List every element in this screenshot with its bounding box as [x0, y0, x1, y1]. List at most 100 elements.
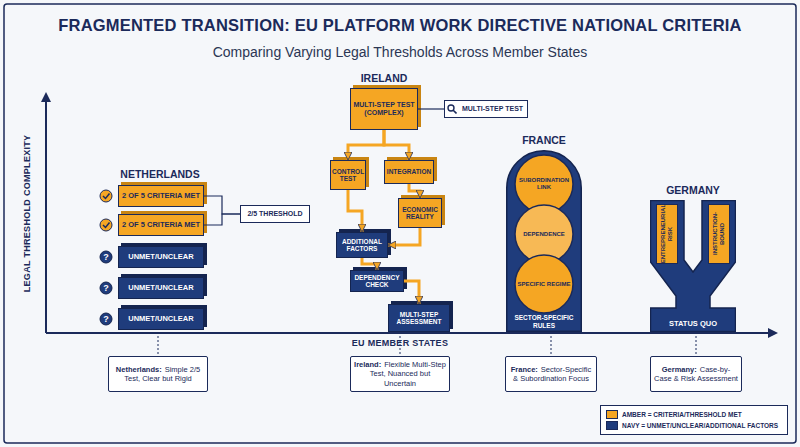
- node-label: MULTI-STEP TEST (COMPLEX): [351, 101, 417, 117]
- y-outline: [651, 201, 736, 332]
- node-label: SUBORDINATION LINK: [514, 177, 574, 191]
- criteria-block: UNMET/UNCLEAR: [118, 277, 204, 299]
- leader-line: [551, 336, 552, 356]
- node-label: UNMET/UNCLEAR: [126, 315, 195, 324]
- criteria-block: 2 OF 5 CRITERIA MET: [118, 214, 204, 236]
- axis-label: EU MEMBER STATES: [320, 338, 480, 349]
- criteria-bar: INSTRUCTION-BOUND: [708, 204, 730, 264]
- process-box: MULTI-STEP TEST (COMPLEX): [350, 88, 418, 130]
- node-label: MULTI-STEP ASSESSMENT: [389, 311, 449, 326]
- process-box: MULTI-STEP ASSESSMENT: [388, 304, 450, 332]
- country-heading: IRELAND: [344, 72, 424, 85]
- caption-text: Ireland:Flexible Multi-Step Test, Nuance…: [354, 360, 446, 388]
- y-axis: [45, 100, 47, 333]
- node-label: ECONOMIC REALITY: [399, 206, 441, 221]
- node-label: INSTRUCTION-BOUND: [712, 205, 726, 263]
- legend-swatch: [606, 421, 618, 430]
- callout-line: [418, 108, 444, 109]
- capsule-column: SECTOR-SPECIFIC RULES SUBORDINATION LINK D…: [506, 150, 582, 332]
- callout-box: 2/5 THRESHOLD: [240, 205, 310, 223]
- x-axis: [46, 332, 770, 334]
- criteria-circle: SPECIFIC REGIME: [514, 254, 574, 314]
- node-label: 2 OF 5 CRITERIA MET: [120, 221, 202, 230]
- legend-row: NAVY = UNMET/UNCLEAR/ADDITIONAL FACTORS: [606, 420, 782, 431]
- question-mark: ?: [100, 282, 112, 294]
- axis-label: LEGAL THRESHOLD COMPLEXITY: [22, 113, 33, 313]
- check-icon: [100, 190, 112, 202]
- process-box: CONTROL TEST: [330, 160, 366, 190]
- summary-box: Germany:Case-by-Case & Risk Assessment: [650, 356, 742, 392]
- process-box: ECONOMIC REALITY: [398, 198, 442, 228]
- caption-text: France:Sector-Specific & Subordination F…: [509, 365, 593, 384]
- question-icon: [100, 282, 112, 294]
- caption-text: Germany:Case-by-Case & Risk Assessment: [654, 365, 738, 384]
- criteria-block: UNMET/UNCLEAR: [118, 246, 204, 268]
- country-heading: NETHERLANDS: [110, 168, 210, 181]
- caption-country: Netherlands:: [116, 365, 162, 374]
- legend-row: AMBER = CRITERIA/THRESHOLD MET: [606, 409, 782, 420]
- flow-arrow: [362, 258, 377, 270]
- node-label: CONTROL TEST: [330, 168, 366, 183]
- page-frame: [4, 4, 796, 443]
- node-label: DEPENDENCE: [521, 231, 567, 238]
- criteria-block: UNMET/UNCLEAR: [118, 308, 204, 330]
- process-box: INTEGRATION: [384, 160, 434, 184]
- flow-arrow: [404, 281, 419, 304]
- question-icon: [100, 313, 112, 325]
- node-label: DEPENDENCY CHECK: [351, 274, 403, 289]
- criteria-bar: ENTREPRENEURIAL RISK: [656, 204, 678, 264]
- question-mark: ?: [100, 251, 112, 263]
- node-label: ADDITIONAL FACTORS: [337, 238, 387, 253]
- check-mark: [103, 223, 110, 228]
- legend-box: AMBER = CRITERIA/THRESHOLD MET NAVY = UNM…: [600, 405, 788, 435]
- caption-country: Ireland:: [354, 360, 381, 369]
- axis-arrowhead: [768, 328, 778, 338]
- bracket-line: [204, 196, 240, 214]
- country-heading: FRANCE: [499, 134, 589, 147]
- node-label: MULTI-STEP TEST: [460, 105, 525, 113]
- criteria-block: 2 OF 5 CRITERIA MET: [118, 185, 204, 207]
- circle-outline: [515, 255, 573, 313]
- summary-box: Netherlands:Simple 2/5 Test, Clear but R…: [108, 356, 208, 392]
- flow-arrow: [348, 190, 362, 232]
- summary-box: Ireland:Flexible Multi-Step Test, Nuance…: [350, 356, 450, 392]
- country-heading: GERMANY: [648, 184, 738, 197]
- subtitle: Comparing Varying Legal Thresholds Acros…: [0, 44, 800, 61]
- legend-swatch: [606, 410, 618, 419]
- node-label: SPECIFIC REGIME: [515, 281, 572, 288]
- flow-arrow: [348, 130, 384, 160]
- magnifier-handle: [453, 110, 456, 113]
- node-label: ENTREPRENEURIAL RISK: [660, 202, 674, 265]
- magnifier-icon: [447, 104, 457, 114]
- caption-country: France:: [511, 365, 538, 374]
- node-label: STATUS QUO: [650, 320, 736, 329]
- bracket-line: [204, 214, 240, 225]
- legend-text: NAVY = UNMET/UNCLEAR/ADDITIONAL FACTORS: [622, 422, 778, 429]
- summary-box: France:Sector-Specific & Subordination F…: [505, 356, 597, 392]
- check-icon: [100, 219, 112, 231]
- capsule-outline: [507, 151, 582, 332]
- process-box: DEPENDENCY CHECK: [350, 270, 404, 292]
- magnifier-lens: [448, 105, 454, 111]
- legend-text: AMBER = CRITERIA/THRESHOLD MET: [622, 411, 742, 418]
- flow-arrow: [388, 228, 420, 245]
- process-box: ADDITIONAL FACTORS: [336, 232, 388, 258]
- node-label: UNMET/UNCLEAR: [126, 284, 195, 293]
- callout-box: MULTI-STEP TEST: [444, 100, 528, 118]
- question-mark: ?: [100, 313, 112, 325]
- node-label: 2 OF 5 CRITERIA MET: [120, 192, 202, 201]
- leader-line: [696, 336, 697, 356]
- check-mark: [103, 194, 110, 199]
- node-label: UNMET/UNCLEAR: [126, 253, 195, 262]
- node-label: 2/5 THRESHOLD: [245, 210, 304, 218]
- caption-text: Netherlands:Simple 2/5 Test, Clear but R…: [112, 365, 204, 384]
- axis-arrowhead: [41, 92, 51, 102]
- node-label: SECTOR-SPECIFIC RULES: [506, 314, 582, 329]
- diagram-title: FRAGMENTED TRANSITION: EU PLATFORM WORK …: [0, 16, 800, 35]
- leader-line: [158, 336, 159, 356]
- question-icon: [100, 251, 112, 263]
- y-fork-shape: STATUS QUO ENTREPRENEURIAL RISK INSTRUCTIO…: [650, 200, 736, 332]
- flow-arrow: [384, 130, 409, 160]
